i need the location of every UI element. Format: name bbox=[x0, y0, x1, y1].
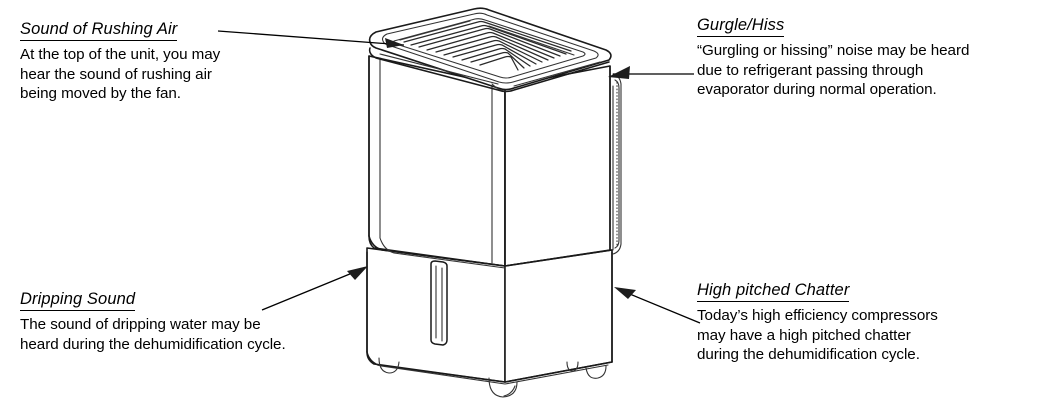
callout-high-pitched-chatter-body: Today’s high efficiency compressors may … bbox=[697, 307, 938, 364]
caster-right bbox=[585, 365, 607, 379]
arrowhead-rushing-air bbox=[385, 38, 404, 48]
side-air-vent-group bbox=[612, 73, 622, 255]
callout-gurgle-hiss-body: “Gurgling or hissing” noise may be heard… bbox=[697, 42, 970, 99]
arrowhead-gurgle-hiss bbox=[608, 66, 630, 79]
cabinet-top-right-lip-inner bbox=[513, 61, 601, 87]
callout-gurgle-hiss: Gurgle/Hiss “Gurgling or hissing” noise … bbox=[697, 16, 1042, 100]
leader-line-high-pitched-chatter bbox=[619, 289, 701, 324]
caster-front-center bbox=[488, 377, 518, 398]
caster-rear-post bbox=[566, 361, 579, 372]
callout-gurgle-hiss-title: Gurgle/Hiss bbox=[697, 16, 785, 37]
top-grille-inner-rim bbox=[381, 12, 599, 84]
bucket-base-inner-edge bbox=[380, 364, 609, 385]
side-vent-inner-outline bbox=[614, 79, 620, 249]
callout-high-pitched-chatter: High pitched Chatter Today’s high effici… bbox=[697, 281, 1042, 365]
bucket-bottom-front-edge bbox=[366, 351, 613, 383]
upper-cabinet-right-panel bbox=[504, 65, 611, 267]
casters-group bbox=[378, 357, 607, 398]
cabinet-top-corner-notch bbox=[491, 83, 507, 92]
caster-left bbox=[378, 357, 400, 374]
callout-dripping-sound: Dripping Sound The sound of dripping wat… bbox=[20, 290, 360, 354]
top-grille-center-divider bbox=[488, 25, 575, 56]
bucket-handle-group bbox=[430, 260, 448, 346]
callout-rushing-air: Sound of Rushing Air At the top of the u… bbox=[20, 20, 350, 104]
callout-dripping-sound-body: The sound of dripping water may be heard… bbox=[20, 316, 286, 353]
bucket-handle-slot bbox=[430, 260, 448, 346]
top-grille-left-slot-edge bbox=[399, 20, 471, 41]
bucket-seam-secondary bbox=[379, 237, 506, 269]
callout-dripping-sound-title: Dripping Sound bbox=[20, 290, 136, 311]
caster-front-center-inner bbox=[503, 385, 516, 397]
upper-cabinet-front-panel bbox=[368, 55, 506, 267]
callout-high-pitched-chatter-title: High pitched Chatter bbox=[697, 281, 850, 302]
top-grille-outer-rim bbox=[368, 7, 612, 91]
cabinet-top-front-lip-inner bbox=[379, 53, 499, 85]
arrowhead-dripping-sound bbox=[347, 266, 368, 280]
bucket-front-panel bbox=[366, 247, 506, 383]
callout-rushing-air-body: At the top of the unit, you may hear the… bbox=[20, 46, 221, 103]
unit-body-group bbox=[366, 55, 613, 385]
bucket-right-panel bbox=[504, 249, 613, 383]
side-vent-outline bbox=[612, 73, 622, 255]
top-louver-grille-group bbox=[368, 7, 612, 93]
cabinet-top-front-lip bbox=[368, 47, 610, 93]
arrowhead-high-pitched-chatter bbox=[614, 287, 636, 299]
callout-rushing-air-title: Sound of Rushing Air bbox=[20, 20, 178, 41]
top-grille-louvers bbox=[403, 20, 572, 71]
top-grille-recess-frame bbox=[392, 18, 586, 79]
bucket-seam-line bbox=[368, 235, 613, 267]
